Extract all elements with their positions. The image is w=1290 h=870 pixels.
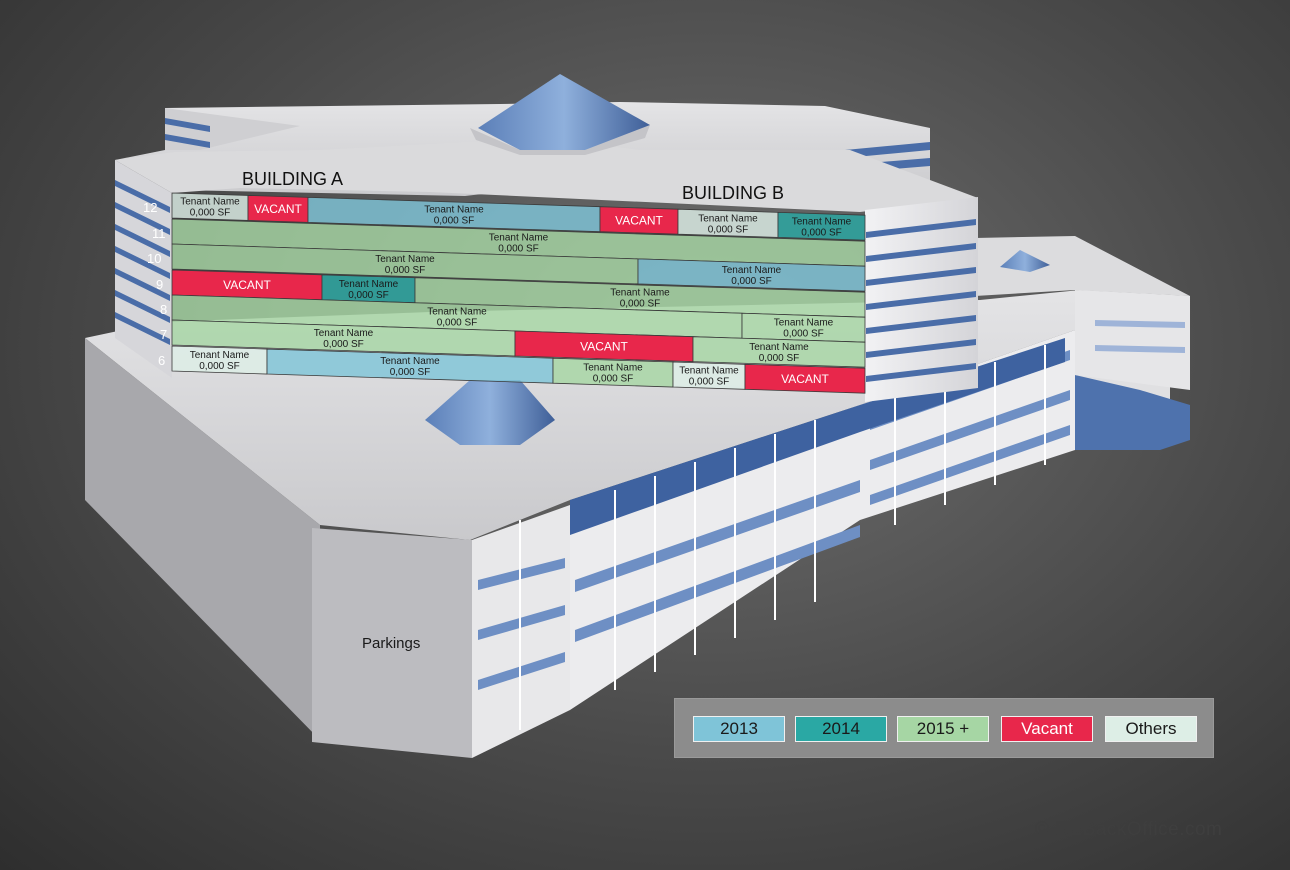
tenant-name: Tenant Name bbox=[749, 342, 809, 353]
tenant-area: 0,000 SF bbox=[783, 329, 824, 340]
parking-label: Parkings bbox=[362, 635, 420, 652]
vacant-space[interactable] bbox=[744, 363, 866, 394]
legend-item-others: Others bbox=[1105, 716, 1197, 742]
tenant-area: 0,000 SF bbox=[620, 298, 661, 309]
vacant-label: VACANT bbox=[254, 202, 302, 216]
tenant-name: Tenant Name bbox=[339, 279, 399, 290]
legend-item-2015: 2015 + bbox=[897, 716, 989, 742]
tenant-area: 0,000 SF bbox=[801, 227, 842, 238]
tenant-name: Tenant Name bbox=[375, 254, 435, 265]
tenant-name: Tenant Name bbox=[610, 287, 670, 298]
tenant-area: 0,000 SF bbox=[593, 374, 634, 385]
floor-number: 10 bbox=[147, 251, 161, 266]
legend-item-vacant: Vacant bbox=[1001, 716, 1093, 742]
tenant-area: 0,000 SF bbox=[731, 276, 772, 287]
tenant-area: 0,000 SF bbox=[385, 265, 426, 276]
tenant-space[interactable] bbox=[637, 258, 866, 292]
floor-number: 6 bbox=[158, 353, 165, 368]
tenant-space[interactable] bbox=[692, 336, 866, 368]
tenant-name: Tenant Name bbox=[722, 265, 782, 276]
tenant-area: 0,000 SF bbox=[323, 339, 364, 350]
tenant-name: Tenant Name bbox=[427, 307, 487, 318]
floor-number: 11 bbox=[152, 226, 166, 241]
floor-numbers: 12 11 10 9 8 7 6 bbox=[143, 200, 167, 368]
copyright-credit: © REBackOffice.com bbox=[1035, 819, 1223, 840]
floor-number: 8 bbox=[160, 302, 167, 317]
tenant-name: Tenant Name bbox=[489, 233, 549, 244]
tenant-area: 0,000 SF bbox=[190, 208, 231, 219]
floor-number: 9 bbox=[156, 277, 163, 292]
tenant-name: Tenant Name bbox=[698, 213, 758, 224]
tenant-area: 0,000 SF bbox=[708, 224, 749, 235]
tenant-name: Tenant Name bbox=[679, 366, 739, 377]
tenant-name: Tenant Name bbox=[380, 356, 440, 367]
vacant-label: VACANT bbox=[580, 339, 628, 353]
office-towers bbox=[115, 74, 1050, 445]
legend-item-2014: 2014 bbox=[795, 716, 887, 742]
tenant-name: Tenant Name bbox=[424, 205, 484, 216]
vacant-label: VACANT bbox=[781, 372, 829, 386]
tenant-area: 0,000 SF bbox=[348, 290, 389, 301]
floor-number: 12 bbox=[143, 200, 157, 215]
vacant-label: VACANT bbox=[223, 278, 271, 292]
vacant-label: VACANT bbox=[615, 213, 663, 227]
tenant-name: Tenant Name bbox=[792, 216, 852, 227]
tenant-space[interactable] bbox=[777, 211, 866, 241]
tenant-area: 0,000 SF bbox=[759, 353, 800, 364]
tenant-name: Tenant Name bbox=[583, 363, 643, 374]
tenant-area: 0,000 SF bbox=[498, 244, 539, 255]
tenant-area: 0,000 SF bbox=[199, 361, 240, 372]
tenant-name: Tenant Name bbox=[774, 318, 834, 329]
tenant-name: Tenant Name bbox=[314, 328, 374, 339]
building-a-label: BUILDING A bbox=[242, 169, 343, 189]
legend: 2013 2014 2015 + Vacant Others bbox=[674, 698, 1214, 758]
legend-item-2013: 2013 bbox=[693, 716, 785, 742]
tenant-area: 0,000 SF bbox=[434, 216, 475, 227]
tenant-area: 0,000 SF bbox=[689, 377, 730, 388]
tenant-name: Tenant Name bbox=[180, 197, 240, 208]
tenant-area: 0,000 SF bbox=[437, 318, 478, 329]
floor-number: 7 bbox=[160, 327, 167, 342]
tenant-area: 0,000 SF bbox=[390, 367, 431, 378]
tenant-name: Tenant Name bbox=[190, 350, 250, 361]
building-b-label: BUILDING B bbox=[682, 183, 784, 203]
